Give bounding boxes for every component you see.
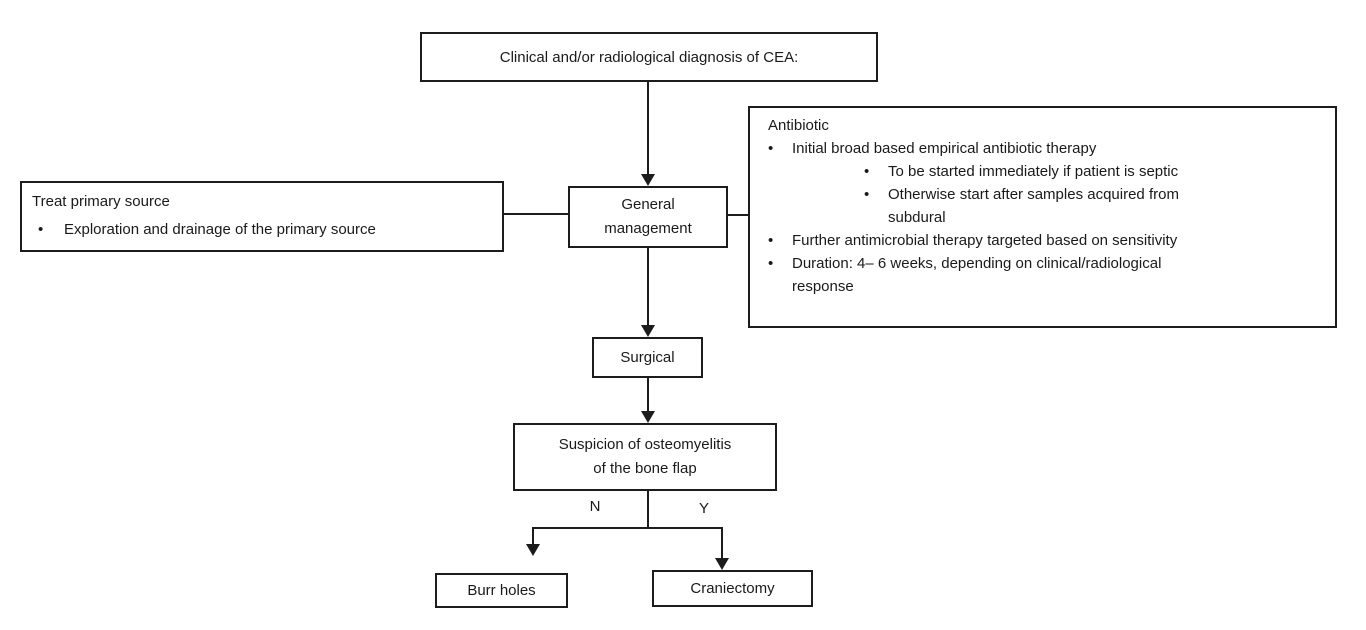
antibiotic-bullet-3-text: Duration: 4– 6 weeks, depending on clini… [792,255,1162,295]
arrow-down-icon [641,174,655,186]
connector-general-surgical [647,248,649,327]
bullet-icon: • [768,140,774,157]
burr-holes-label: Burr holes [467,582,536,599]
arrow-down-icon [641,411,655,423]
connector-branch-burr-holes [532,527,534,546]
connector-general-antibiotic [728,214,748,216]
antibiotic-bullet-2-text: Further antimicrobial therapy targeted b… [792,232,1178,249]
bullet-icon: • [864,163,870,180]
surgical-label: Surgical [620,349,675,366]
antibiotic-bullet-3: • Duration: 4– 6 weeks, depending on cli… [768,252,1321,298]
connector-branch-craniectomy [721,527,723,560]
osteomyelitis-label: Suspicion of osteomyelitis of the bone f… [558,436,732,477]
diagnosis-label: Clinical and/or radiological diagnosis o… [499,48,799,66]
connector-treat-general [504,213,568,215]
osteomyelitis-box: Suspicion of osteomyelitis of the bone f… [513,423,777,491]
arrow-down-icon [641,325,655,337]
general-management-box: General management [568,186,728,248]
connector-osteomyelitis-branch [647,491,649,529]
arrow-down-icon [526,544,540,556]
burr-holes-box: Burr holes [435,573,568,608]
diagnosis-box: Clinical and/or radiological diagnosis o… [420,32,878,82]
bullet-icon: • [864,186,870,203]
surgical-box: Surgical [592,337,703,378]
treat-primary-source-bullet-text: Exploration and drainage of the primary … [64,221,376,238]
treat-primary-source-box: Treat primary source • Exploration and d… [20,181,504,252]
antibiotic-bullet-1-text: Initial broad based empirical antibiotic… [792,140,1097,157]
branch-horizontal-line [532,527,723,529]
general-management-label: General management [604,196,692,237]
antibiotic-sub-bullet-1: • To be started immediately if patient i… [864,160,1321,183]
antibiotic-box: Antibiotic • Initial broad based empiric… [748,106,1337,328]
treat-primary-source-title: Treat primary source [32,193,170,210]
antibiotic-sub-bullet-2: • Otherwise start after samples acquired… [864,183,1321,229]
branch-label-yes: Y [698,500,709,517]
craniectomy-label: Craniectomy [690,580,775,597]
branch-label-no: N [589,498,601,515]
treat-primary-source-bullet: • Exploration and drainage of the primar… [32,216,492,244]
craniectomy-box: Craniectomy [652,570,813,607]
antibiotic-sub-bullet-1-text: To be started immediately if patient is … [888,163,1179,180]
bullet-icon: • [38,221,44,238]
connector-surgical-osteomyelitis [647,378,649,413]
antibiotic-title: Antibiotic [768,117,829,134]
connector-diagnosis-general [647,82,649,176]
bullet-icon: • [768,232,774,249]
antibiotic-bullet-2: • Further antimicrobial therapy targeted… [768,229,1321,252]
bullet-icon: • [768,255,774,272]
antibiotic-bullet-1: • Initial broad based empirical antibiot… [768,137,1321,160]
arrow-down-icon [715,558,729,570]
antibiotic-sub-bullet-2-text: Otherwise start after samples acquired f… [888,186,1179,226]
